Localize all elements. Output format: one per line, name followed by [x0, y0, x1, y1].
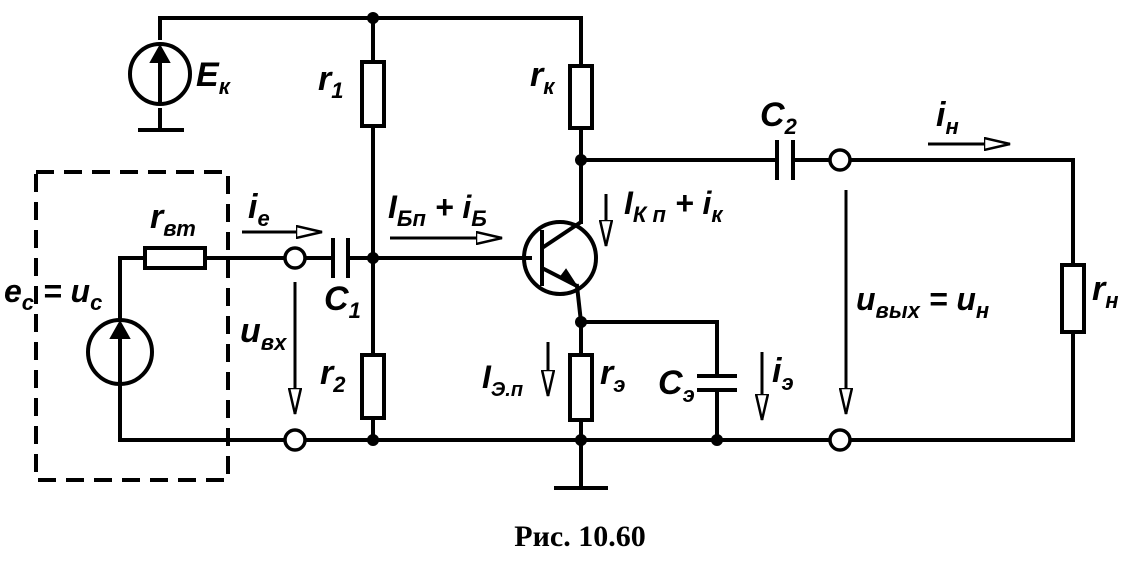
label-r1: r1	[318, 60, 343, 103]
ec-source-symbol	[86, 318, 154, 386]
terminal-in-top	[283, 246, 307, 270]
label-uvx: uвх	[240, 312, 287, 355]
label-in: iн	[936, 96, 959, 139]
label-r2: r2	[320, 354, 346, 397]
terminal-out-top	[828, 148, 852, 172]
resistor-r2	[360, 353, 386, 420]
terminal-out-bottom	[828, 428, 852, 452]
resistor-rn	[1060, 263, 1086, 334]
ek-source-symbol	[128, 42, 192, 106]
resistor-rk	[568, 64, 594, 130]
label-re: rэ	[600, 354, 625, 397]
label-uvyx: uвых = uн	[856, 281, 989, 323]
component-labels: Eк r1 rк C2 iн rвт iе IБп + iБ IК п + iк…	[4, 56, 1119, 407]
label-ie: iе	[248, 188, 270, 231]
resistor-rvt	[143, 246, 207, 270]
capacitor-ce	[697, 374, 737, 392]
wire-ce-top	[579, 320, 719, 378]
label-ikp: IК п + iк	[624, 185, 724, 227]
signal-source-box	[34, 170, 230, 482]
capacitors	[331, 140, 795, 398]
emitter-ground-symbol	[554, 418, 608, 490]
terminal-in-bottom	[283, 428, 307, 452]
figure-caption: Рис. 10.60	[514, 520, 645, 553]
capacitor-c1	[331, 238, 350, 278]
label-ce: Cэ	[658, 364, 695, 407]
label-rn: rн	[1092, 270, 1119, 313]
label-rvt: rвт	[150, 198, 196, 241]
terminals	[283, 148, 852, 452]
transistor-symbol	[522, 220, 598, 296]
resistors	[143, 60, 1086, 422]
label-c2: C2	[760, 96, 798, 139]
resistor-r1	[360, 60, 386, 128]
ek-ground-symbol	[138, 108, 184, 132]
wire-top-rail	[158, 16, 583, 70]
label-ibp: IБп + iБ	[388, 189, 487, 231]
current-voltage-arrows	[242, 144, 1010, 420]
resistor-re	[568, 353, 594, 422]
label-ec: eс = uс	[4, 273, 102, 315]
label-ek: Eк	[196, 56, 232, 99]
label-rk: rк	[530, 56, 556, 99]
junction-dots	[367, 12, 723, 446]
label-iep: IЭ.п	[482, 359, 523, 401]
label-ie3: iэ	[772, 352, 794, 395]
label-c1: C1	[324, 280, 361, 323]
capacitor-c2	[775, 140, 795, 180]
wire-output-top	[848, 158, 1075, 267]
